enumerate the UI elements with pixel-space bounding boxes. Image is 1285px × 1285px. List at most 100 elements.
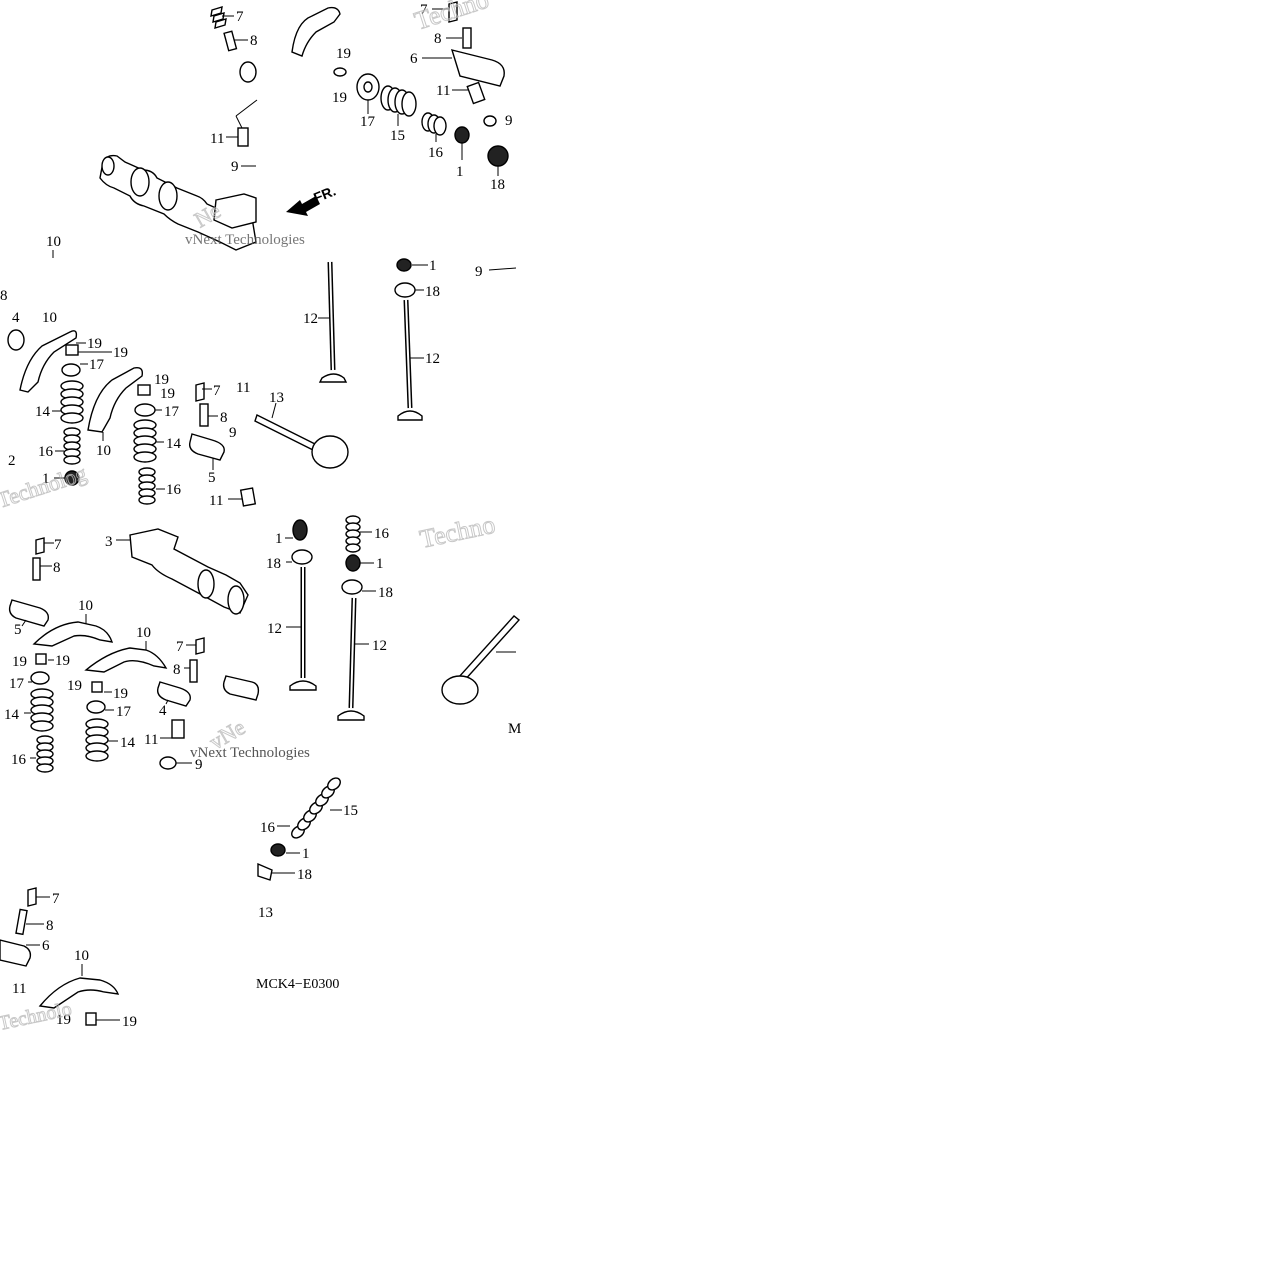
callout-19e: 19 — [154, 372, 169, 388]
tile-rocker-assembly: 8 4 10 19 19 17 14 16 2 — [0, 288, 257, 509]
callout-16g: 16 — [260, 820, 276, 836]
watermark-text-2: vNext Technologies — [190, 745, 310, 761]
callout-6: 6 — [410, 51, 418, 67]
callout-18f2: 18 — [378, 585, 393, 601]
callout-17: 17 — [360, 114, 376, 130]
inner-spring-icon-3 — [36, 735, 54, 773]
callout-19d: 19 — [113, 345, 128, 361]
rocker-arm-icon-5 — [38, 977, 120, 1009]
callout-1g: 1 — [302, 846, 310, 862]
callout-5: 5 — [208, 470, 216, 486]
rocker-arm-icon-2 — [87, 366, 144, 433]
callout-10c: 10 — [42, 310, 57, 326]
tile-rocker-bottom: 7 8 6 10 11 19 19 — [0, 887, 137, 1030]
callout-10e: 10 — [78, 598, 93, 614]
spring-part-icon — [448, 1, 458, 23]
callout-8b: 8 — [434, 31, 442, 47]
callout-16c: 16 — [38, 444, 54, 460]
diagram-code: MCK4−E0300 — [256, 977, 339, 992]
callout-1f: 1 — [275, 531, 283, 547]
callout-9d: 9 — [475, 264, 483, 280]
callout-19a: 19 — [336, 46, 351, 62]
tile-valves-upper: 12 1 18 12 13 9 — [254, 258, 517, 469]
callout-8h: 8 — [46, 918, 54, 934]
callout-12b: 12 — [425, 351, 440, 367]
callout-13g: 13 — [258, 905, 273, 921]
callout-1f2: 1 — [376, 556, 384, 572]
callout-9: 9 — [231, 159, 239, 175]
valve-spring-icon-5 — [291, 777, 341, 839]
callout-14e2: 14 — [120, 735, 136, 751]
pin-part-icon — [462, 27, 472, 49]
front-marker-label: FR. — [311, 182, 338, 205]
callout-14d: 14 — [166, 436, 182, 452]
callout-4e: 4 — [159, 703, 167, 719]
callout-12f: 12 — [267, 621, 282, 637]
inner-spring-icon-4 — [345, 515, 361, 553]
valve-spring-icon — [60, 380, 84, 424]
callout-7e: 7 — [54, 537, 62, 553]
callout-3: 3 — [105, 534, 113, 550]
callout-16e: 16 — [11, 752, 27, 768]
callout-2: 2 — [8, 453, 16, 469]
callout-18: 18 — [490, 177, 505, 193]
callout-m: M — [508, 721, 521, 737]
callout-9e: 9 — [195, 757, 203, 773]
tile-valves-lower: 1 16 18 1 18 12 12 — [266, 515, 521, 737]
callout-15: 15 — [390, 128, 405, 144]
watermark-layer: Techno Techno Technolog Ne vNe Technolo … — [0, 0, 498, 1035]
callout-8: 8 — [250, 33, 258, 49]
spring-part-icon — [210, 6, 227, 29]
front-arrow-icon: FR. — [286, 182, 338, 216]
callout-11e: 11 — [144, 732, 158, 748]
svg-text:Techno: Techno — [411, 0, 492, 36]
callout-6h: 6 — [42, 938, 50, 954]
rocker-shaft-icon-2 — [188, 433, 225, 461]
valve-icon — [318, 261, 348, 383]
callout-4: 4 — [12, 310, 20, 326]
callout-1d: 1 — [429, 258, 437, 274]
callout-18g: 18 — [297, 867, 312, 883]
callout-7: 7 — [236, 9, 244, 25]
valve-icon-3 — [289, 567, 317, 691]
callout-17c: 17 — [89, 357, 105, 373]
callout-5e: 5 — [14, 622, 22, 638]
adjuster-part-icon — [237, 127, 249, 147]
callout-15g: 15 — [343, 803, 358, 819]
callout-13: 13 — [269, 390, 284, 406]
callout-19e4: 19 — [113, 686, 128, 702]
callout-11: 11 — [210, 131, 224, 147]
callout-11d: 11 — [236, 380, 250, 396]
callout-16f: 16 — [374, 526, 390, 542]
callout-10f: 10 — [136, 625, 151, 641]
watermark-text: vNext Technologies — [185, 232, 305, 248]
valve-spring-icon-3 — [30, 688, 54, 732]
tile-springs-bottom: 15 16 1 18 13 MCK4−E0300 — [256, 777, 358, 992]
callout-10: 10 — [46, 234, 61, 250]
tile-valve-springs-top: 7 8 6 19 19 17 15 11 16 — [286, 1, 513, 216]
callout-7b: 7 — [420, 2, 428, 18]
callout-1: 1 — [456, 164, 464, 180]
valve-icon-4 — [337, 597, 365, 721]
callout-8e2: 8 — [173, 662, 181, 678]
callout-1c: 1 — [42, 471, 50, 487]
valve-spring-icon-4 — [85, 718, 109, 762]
callout-19f: 19 — [160, 386, 175, 402]
rocker-arm-icon — [19, 330, 78, 393]
callout-8d: 8 — [220, 410, 228, 426]
callout-18d: 18 — [425, 284, 440, 300]
svg-text:Technolo: Technolo — [0, 998, 74, 1035]
camshaft-icon-2 — [129, 528, 249, 615]
callout-14: 14 — [35, 404, 51, 420]
callout-8e: 8 — [53, 560, 61, 576]
inner-spring-icon — [63, 427, 81, 465]
rocker-arm-icon — [291, 6, 341, 57]
callout-9c: 9 — [229, 425, 237, 441]
valve-spring-icon-2 — [133, 419, 157, 463]
rocker-shaft-icon-3 — [8, 599, 50, 627]
callout-14e: 14 — [4, 707, 20, 723]
callout-11h: 11 — [12, 981, 26, 997]
callout-19h: 19 — [56, 1012, 71, 1028]
rocker-arm-icon-4 — [84, 647, 168, 673]
